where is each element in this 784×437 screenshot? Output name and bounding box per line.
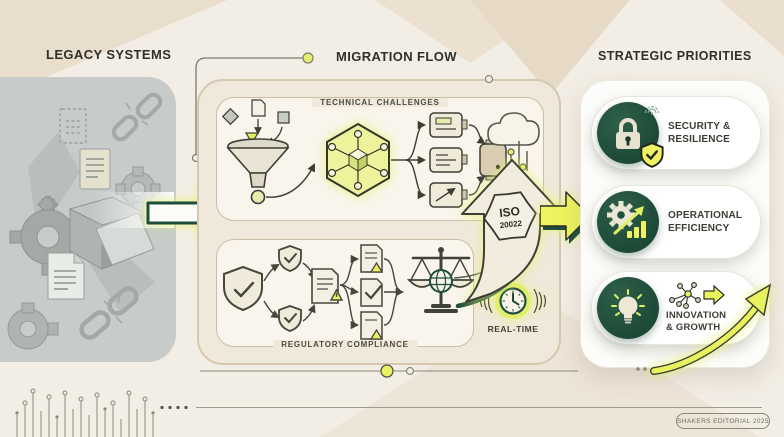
falling-doc-icon bbox=[251, 99, 266, 117]
priority-label-security: SECURITY & RESILIENCE bbox=[668, 121, 731, 145]
regulatory-flow-illustration bbox=[223, 244, 474, 340]
document-check-icon bbox=[360, 278, 383, 307]
document-icon bbox=[79, 148, 111, 190]
document-icon bbox=[59, 108, 87, 144]
credit-text: SHAKERS EDITORIAL 2025 bbox=[677, 417, 769, 425]
module-icon-storage bbox=[429, 112, 468, 138]
funnel-icon bbox=[221, 99, 290, 205]
priority-card-security: SECURITY & RESILIENCE bbox=[591, 96, 761, 170]
strategic-priorities-panel: SECURITY & RESILIENCE bbox=[580, 80, 770, 368]
iso-badge-line2: 20022 bbox=[499, 219, 523, 230]
connector-line-left bbox=[191, 52, 314, 163]
credit-badge: SHAKERS EDITORIAL 2025 bbox=[676, 413, 770, 429]
footer-divider-line bbox=[196, 407, 762, 408]
shield-check-icon bbox=[223, 265, 263, 312]
cloud-icon bbox=[487, 112, 540, 173]
globe-icon bbox=[429, 269, 453, 293]
broken-chain-icon bbox=[111, 92, 163, 142]
document-icon bbox=[47, 252, 85, 300]
security-icon-circle bbox=[597, 102, 664, 168]
migration-title: MIGRATION FLOW bbox=[336, 49, 457, 64]
connector-node-yellow bbox=[302, 52, 314, 64]
broken-chain-icon bbox=[79, 286, 139, 340]
module-icon-data bbox=[429, 147, 468, 173]
gear-icon bbox=[7, 302, 59, 350]
gear-growth-icon bbox=[607, 201, 646, 238]
shield-check-icon bbox=[278, 305, 302, 332]
falling-triangle bbox=[244, 132, 260, 145]
shield-check-mini-icon bbox=[640, 142, 664, 168]
network-cube-icon bbox=[326, 122, 390, 198]
realtime-label: REAL-TIME bbox=[487, 324, 539, 334]
container-node-open bbox=[485, 74, 493, 83]
network-growth-icon bbox=[669, 281, 725, 309]
efficiency-icon-circle bbox=[597, 191, 659, 253]
lightbulb-icon bbox=[611, 289, 645, 324]
lock-icon bbox=[616, 118, 640, 149]
bottom-track-line bbox=[200, 364, 578, 378]
track-node-open bbox=[405, 366, 415, 376]
priority-card-efficiency: OPERATIONAL EFFICIENCY bbox=[591, 185, 761, 259]
iso-up-arrow: ISO 20022 bbox=[453, 159, 563, 308]
priority-label-innovation: INNOVATION & GROWTH bbox=[666, 309, 727, 333]
fingerprint-icon bbox=[644, 105, 660, 115]
footer-dots bbox=[160, 405, 188, 410]
growth-arrow-small bbox=[703, 284, 725, 306]
growth-swoosh-arrow bbox=[636, 283, 772, 375]
track-node-yellow bbox=[380, 364, 394, 378]
document-warning-icon bbox=[311, 268, 344, 304]
technical-flow-illustration bbox=[221, 99, 540, 208]
balance-scale-icon bbox=[406, 247, 474, 313]
shield-check-icon bbox=[278, 245, 302, 272]
innovation-icon-circle bbox=[597, 277, 659, 339]
sound-waves-right bbox=[533, 288, 547, 314]
signal-bars-decoration bbox=[15, 388, 155, 437]
strategic-title: STRATEGIC PRIORITIES bbox=[598, 49, 752, 63]
priority-label-efficiency: OPERATIONAL EFFICIENCY bbox=[668, 210, 743, 234]
iso-badge-line1: ISO bbox=[499, 204, 521, 220]
iso-20022-badge: ISO 20022 bbox=[483, 191, 537, 241]
legacy-title: LEGACY SYSTEMS bbox=[46, 47, 172, 62]
document-warning-icon bbox=[360, 311, 384, 340]
realtime-clock-icon bbox=[479, 283, 547, 319]
module-icon-chart bbox=[429, 182, 468, 208]
document-warning-icon bbox=[360, 244, 384, 273]
